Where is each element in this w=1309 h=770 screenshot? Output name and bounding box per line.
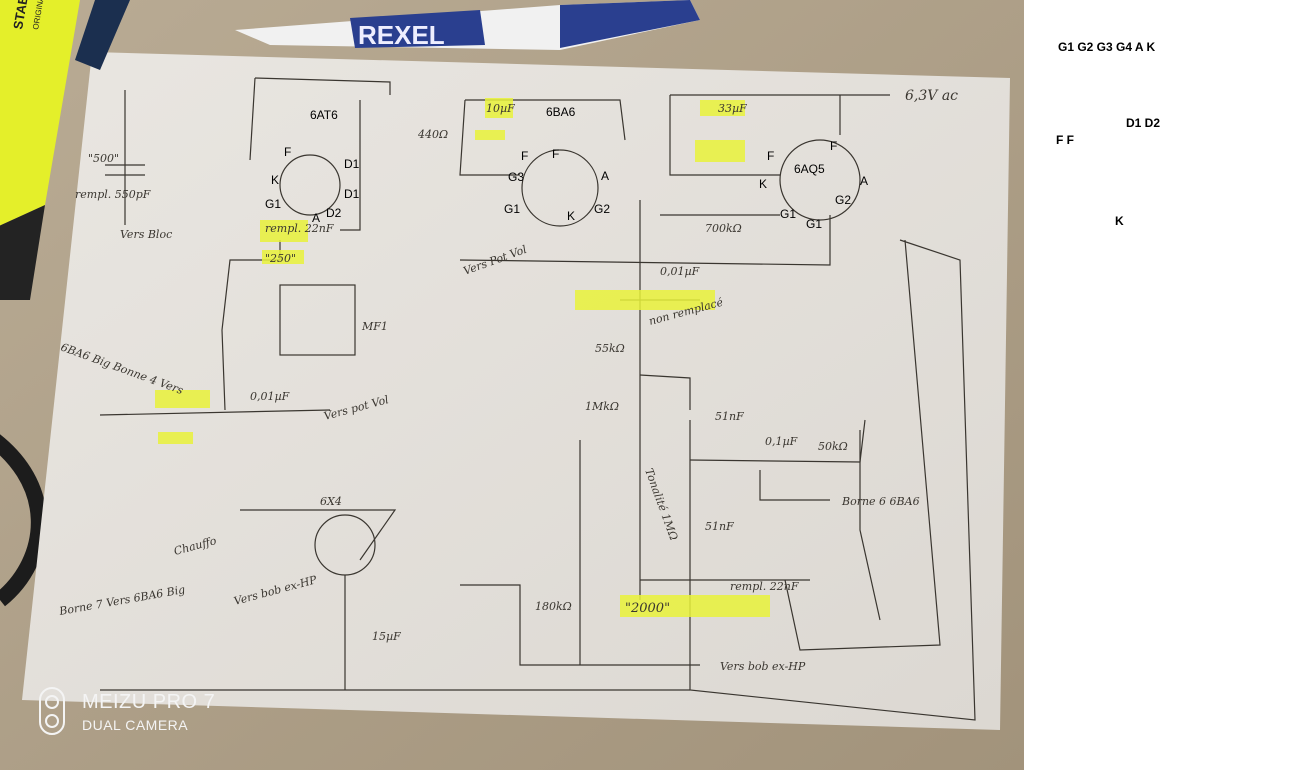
camera-icon: [39, 687, 65, 735]
tube-label-6ba6: 6BA6: [546, 105, 576, 119]
note: 51nF: [715, 410, 744, 423]
note: 55kΩ: [595, 342, 625, 355]
note: 50kΩ: [818, 440, 848, 453]
pin-label: D1: [344, 157, 360, 171]
pin-label: G1: [504, 202, 520, 216]
note: 1MkΩ: [585, 400, 619, 413]
note: MF1: [361, 320, 388, 333]
note: rempl. 550pF: [75, 188, 151, 201]
note: 700kΩ: [705, 222, 742, 235]
pin-label: A: [860, 174, 868, 188]
note: 440Ω: [417, 128, 448, 141]
pin-label: D2: [326, 206, 342, 220]
highlight-marks: [155, 98, 770, 617]
note: "2000": [625, 601, 670, 616]
pin-label: A: [312, 211, 320, 225]
watermark-camera: DUAL CAMERA: [82, 717, 188, 733]
pin-label: D1: [344, 187, 360, 201]
note: 6,3V ac: [905, 88, 958, 104]
note: rempl. 22nF: [730, 580, 799, 593]
pin-row-cathode: K: [1115, 214, 1124, 228]
pin-label: A: [601, 169, 609, 183]
note: 180kΩ: [535, 600, 572, 613]
watermark-model: MEIZU PRO 7: [82, 691, 215, 713]
pin-label: G3: [508, 170, 524, 184]
cable: [0, 434, 47, 607]
note: Vers Bloc: [120, 228, 172, 241]
schematic-photo: STABILO BOSS ORIGINAL REXEL: [0, 0, 1024, 770]
pin-header-row: G1 G2 G3 G4 A K: [1058, 40, 1156, 54]
pin-label: K: [567, 209, 575, 223]
camera-watermark: MEIZU PRO 7 DUAL CAMERA: [39, 687, 215, 735]
pin-label: F: [767, 149, 774, 163]
blue-pen-cap: [75, 0, 130, 70]
pin-label: F: [552, 147, 559, 161]
pin-label: F: [521, 149, 528, 163]
tube-label-6aq5: 6AQ5: [794, 162, 825, 176]
note: rempl. 22nF: [265, 222, 334, 235]
pen-brand: REXEL: [358, 20, 445, 50]
pin-row-diodes: D1 D2: [1126, 116, 1161, 130]
pin-label: K: [759, 177, 767, 191]
pin-label: G1: [265, 197, 281, 211]
note: Borne 6 6BA6: [841, 495, 920, 508]
note: 0,1µF: [765, 435, 798, 448]
tube-label-6at6: 6AT6: [310, 108, 338, 122]
pin-label: F: [284, 145, 291, 159]
note: 10µF: [486, 102, 515, 115]
circuit-sketch: [99, 77, 976, 721]
pin-row-filaments: F F: [1056, 133, 1074, 147]
pin-label: G1: [780, 207, 796, 221]
pin-label: F: [830, 139, 837, 153]
note: 15µF: [372, 630, 401, 643]
overlay-labels: 6AT6 6BA6 6AQ5 F D1 K D1 G1 D2 A F F G3 …: [265, 105, 868, 231]
note: 33µF: [718, 102, 747, 115]
pin-label: G2: [594, 202, 610, 216]
note: 6X4: [320, 495, 342, 508]
pin-label: G1: [806, 217, 822, 231]
note: 0,01µF: [660, 265, 700, 278]
note: "500": [88, 152, 119, 165]
note: 51nF: [705, 520, 734, 533]
note: "250": [265, 252, 296, 265]
note: Vers bob ex-HP: [720, 660, 806, 673]
pin-label: G2: [835, 193, 851, 207]
note: 0,01µF: [250, 390, 290, 403]
pin-label: K: [271, 173, 279, 187]
rexel-pen: REXEL: [235, 0, 700, 50]
highlighter: STABILO BOSS ORIGINAL: [0, 0, 80, 300]
